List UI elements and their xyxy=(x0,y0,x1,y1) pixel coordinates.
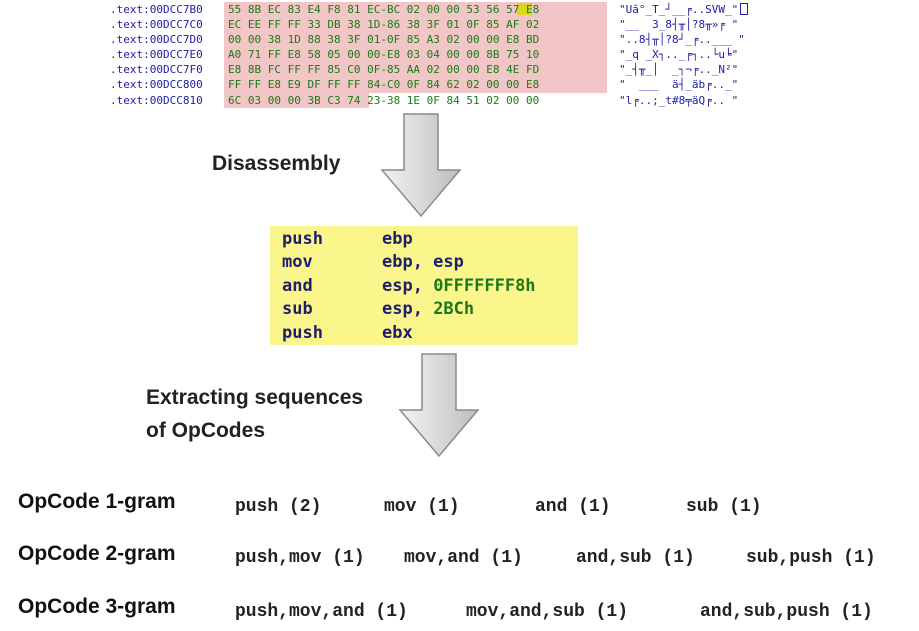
hex-address: .text:00DCC800 xyxy=(110,78,203,92)
hex-highlight xyxy=(224,92,369,108)
asm-operand: ebp, esp xyxy=(382,252,464,273)
opcode-3-gram-item: and,sub,push (1) xyxy=(700,602,873,622)
opcode-2-gram-item: and,sub (1) xyxy=(576,548,695,568)
hex-bytes: E8 8B FC FF FF 85 C0 0F-85 AA 02 00 00 E… xyxy=(224,62,611,78)
down-arrow-icon xyxy=(380,113,462,218)
hex-ascii: "_q _X┐.._╒┐..└u╘" xyxy=(619,48,739,62)
asm-mnemonic: mov xyxy=(282,252,313,273)
hex-bytes: 55 8B EC 83 E4 F8 81 EC-BC 02 00 00 53 5… xyxy=(224,2,611,18)
opcode-1-gram-item: push (2) xyxy=(235,497,322,517)
asm-immediate: 2BCh xyxy=(433,299,475,320)
hex-address: .text:00DCC7D0 xyxy=(110,33,203,47)
asm-mnemonic: push xyxy=(282,322,323,343)
extracting-label-line1: Extracting sequences xyxy=(146,386,364,409)
hex-address: .text:00DCC7C0 xyxy=(110,18,203,32)
hex-bytes: EC EE FF FF 33 DB 38 1D-86 38 3F 01 0F 8… xyxy=(224,17,611,33)
opcode-1-gram-item: mov (1) xyxy=(384,497,460,517)
hex-highlight xyxy=(224,32,607,48)
hex-ascii: "..8┤╥│?8┘_╒..___ " xyxy=(619,33,745,47)
hex-ascii: "__ 3_8┤╥│?8╥»╒ " xyxy=(619,18,739,32)
asm-line: mov ebp, esp xyxy=(270,251,578,274)
opcode-1-gram-item: sub (1) xyxy=(686,497,762,517)
hex-row: .text:00DCC7F0 E8 8B FC FF FF 85 C0 0F-8… xyxy=(110,62,769,78)
hex-ascii: "Uă°_T_┘__╒..SVW_" xyxy=(619,2,769,17)
hex-row: .text:00DCC7B0 55 8B EC 83 E4 F8 81 EC-B… xyxy=(110,2,769,18)
asm-operand: ebx xyxy=(382,322,413,343)
hex-bytes: 00 00 38 1D 88 38 3F 01-0F 85 A3 02 00 0… xyxy=(224,32,611,48)
opcode-1-gram-label: OpCode 1-gram xyxy=(18,490,176,513)
asm-line: sub esp, 2BCh xyxy=(270,298,578,321)
opcode-2-gram-label: OpCode 2-gram xyxy=(18,542,176,565)
opcode-3-gram-label: OpCode 3-gram xyxy=(18,595,176,618)
asm-operand: esp, xyxy=(382,299,434,320)
asm-line: push ebx xyxy=(270,322,578,345)
opcode-1-gram-item: and (1) xyxy=(535,497,611,517)
hex-ascii: "l╒..;_t#8╤äQ╒.. " xyxy=(619,93,739,107)
opcode-2-gram-item: push,mov (1) xyxy=(235,548,365,568)
asm-mnemonic: and xyxy=(282,275,313,296)
asm-operand: esp, xyxy=(382,275,434,296)
hex-row: .text:00DCC810 6C 03 00 00 3B C3 74 23-3… xyxy=(110,92,769,108)
hex-highlight xyxy=(224,62,607,78)
asm-operand: ebp xyxy=(382,229,413,249)
extracting-label-line2: of OpCodes xyxy=(146,419,265,442)
hex-ascii: " ___ ä┤_äb╒.._" xyxy=(619,78,739,92)
hex-highlight xyxy=(224,17,607,33)
hex-row: .text:00DCC800 FF FF E8 E9 DF FF FF 84-C… xyxy=(110,77,769,93)
asm-mnemonic: push xyxy=(282,229,323,249)
opcode-3-gram-item: push,mov,and (1) xyxy=(235,602,408,622)
assembly-listing: push ebp mov ebp, esp and esp, 0FFFFFFF8… xyxy=(270,226,578,345)
asm-line: and esp, 0FFFFFFF8h xyxy=(270,275,578,298)
hex-ascii: "_┤╥_│ _┐¬╒.._N²" xyxy=(619,63,739,77)
hex-address: .text:00DCC810 xyxy=(110,93,203,107)
hex-address: .text:00DCC7E0 xyxy=(110,48,203,62)
asm-line: push ebp xyxy=(270,228,578,251)
down-arrow-icon xyxy=(398,353,480,458)
asm-immediate: 0FFFFFFF8h xyxy=(433,275,536,296)
hex-address: .text:00DCC7B0 xyxy=(110,3,203,16)
opcode-2-gram-item: sub,push (1) xyxy=(746,548,876,568)
hex-row: .text:00DCC7D0 00 00 38 1D 88 38 3F 01-0… xyxy=(110,32,769,48)
opcode-3-gram-item: mov,and,sub (1) xyxy=(466,602,629,622)
hex-bytes: A0 71 FF E8 58 05 00 00-E8 03 04 00 00 8… xyxy=(224,47,611,63)
selected-byte xyxy=(517,3,532,15)
disassembly-label: Disassembly xyxy=(212,152,341,175)
hex-highlight xyxy=(224,2,607,18)
hex-highlight xyxy=(224,77,607,93)
hex-bytes: 6C 03 00 00 3B C3 74 23-38 1E 0F 84 51 0… xyxy=(224,92,611,108)
selected-char xyxy=(740,3,748,15)
asm-mnemonic: sub xyxy=(282,299,313,320)
hex-bytes: FF FF E8 E9 DF FF FF 84-C0 0F 84 62 02 0… xyxy=(224,77,611,93)
hex-row: .text:00DCC7E0 A0 71 FF E8 58 05 00 00-E… xyxy=(110,47,769,63)
hex-highlight xyxy=(224,47,607,63)
hex-address: .text:00DCC7F0 xyxy=(110,63,203,77)
hex-dump: .text:00DCC7B0 55 8B EC 83 E4 F8 81 EC-B… xyxy=(110,2,769,108)
opcode-2-gram-item: mov,and (1) xyxy=(404,548,523,568)
hex-row: .text:00DCC7C0 EC EE FF FF 33 DB 38 1D-8… xyxy=(110,17,769,33)
